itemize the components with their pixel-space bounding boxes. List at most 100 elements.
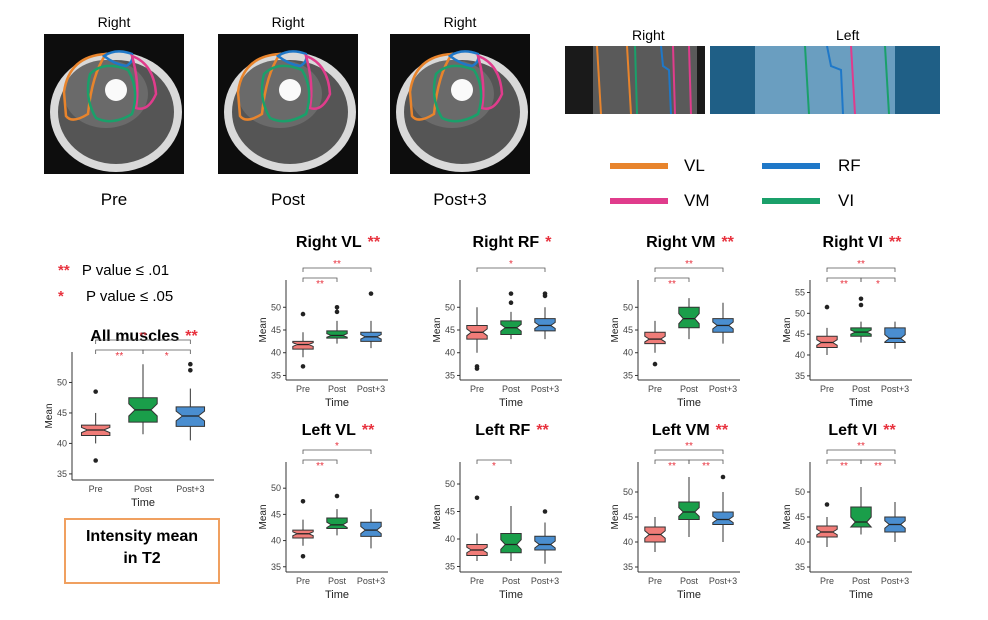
y-axis-label-rvi: Mean	[782, 317, 793, 342]
x-tick-label-rrf: Post	[502, 384, 521, 394]
outlier-point	[368, 291, 374, 296]
x-tick-label-lvi: Post+3	[881, 576, 909, 586]
mri-title-post: Right	[271, 14, 305, 30]
strip-left-label: Left	[836, 27, 860, 43]
x-tick-label-lvl: Post	[328, 576, 347, 586]
y-axis-label-rvm: Mean	[610, 317, 621, 342]
sig-bracket-rvi	[860, 277, 896, 282]
y-tick-label-lrf: 35	[445, 562, 455, 572]
chart-title-text-rvm: Right VM	[646, 234, 716, 251]
sig-bracket-lvi	[826, 449, 896, 454]
y-tick-label-rvl: 40	[271, 348, 281, 358]
mri-strip-image	[565, 45, 940, 115]
y-tick-label-rvi: 50	[795, 308, 805, 318]
sig-bracket-lvl	[302, 449, 372, 454]
y-tick-label-rrf: 45	[445, 325, 455, 335]
y-tick-label-rvl: 50	[271, 302, 281, 312]
mri-image-pre	[44, 34, 184, 174]
x-tick-label-rvi: Post+3	[881, 384, 909, 394]
x-tick-label-rvi: Pre	[820, 384, 834, 394]
legend-label-rf: RF	[838, 156, 861, 175]
y-tick-label-rvl: 35	[271, 370, 281, 380]
outlier-point	[508, 291, 514, 296]
chart-title-lvm: Left VM**	[600, 422, 780, 440]
callout-box: Intensity mean in T2	[64, 518, 220, 584]
x-tick-label-all: Post+3	[176, 484, 204, 494]
strip-right-label: Right	[632, 27, 665, 43]
y-tick-label-lvi: 50	[795, 487, 805, 497]
mri-caption-post3: Post+3	[433, 190, 487, 209]
sig-bracket-label-rvi: **	[840, 279, 848, 290]
outlier-point	[542, 293, 548, 299]
sig-bracket-label-lvm: **	[668, 461, 676, 472]
y-tick-label-lvi: 40	[795, 537, 805, 547]
x-tick-label-all: Pre	[89, 484, 103, 494]
legend-swatch-vi	[762, 198, 820, 204]
sig-bracket-label-rvi: *	[876, 279, 880, 290]
sig-bracket-label-rvl: **	[316, 279, 324, 290]
x-axis-label-all: Time	[131, 497, 155, 509]
box-rrf-2	[534, 318, 556, 332]
legend-swatch-vm	[610, 198, 668, 204]
y-tick-label-rrf: 35	[445, 370, 455, 380]
box-rvm-0	[644, 331, 666, 345]
sig-bracket-label-rvm: **	[685, 259, 693, 270]
box-lvi-1	[849, 506, 873, 528]
outlier-point	[474, 366, 480, 371]
chart-title-lrf: Left RF**	[422, 422, 602, 440]
legend-label-vm: VM	[684, 191, 710, 210]
y-tick-label-lrf: 40	[445, 534, 455, 544]
chart-title-text-lvm: Left VM	[651, 422, 710, 439]
y-tick-label-lvl: 45	[271, 509, 281, 519]
x-tick-label-lvm: Post	[680, 576, 699, 586]
x-tick-label-rvm: Post+3	[709, 384, 737, 394]
y-tick-label-lvm: 35	[623, 562, 633, 572]
sig-bracket-lvm	[688, 459, 724, 464]
y-tick-label-rvi: 45	[795, 329, 805, 339]
outlier-point	[300, 311, 306, 317]
y-tick-label-lvm: 40	[623, 537, 633, 547]
box-rvm-1	[678, 306, 700, 329]
x-tick-label-lvi: Post	[852, 576, 871, 586]
chart-title-text-all: All muscles	[90, 328, 180, 345]
chart-title-text-lvl: Left VL	[301, 422, 356, 439]
sig-bracket-label-lvi: **	[857, 441, 865, 452]
box-lvl-2	[360, 521, 382, 537]
legend-swatch-vl	[610, 163, 668, 169]
x-tick-label-lvm: Pre	[648, 576, 662, 586]
y-tick-label-lrf: 50	[445, 479, 455, 489]
y-axis-label-rvl: Mean	[258, 317, 269, 342]
sig-bracket-all	[95, 339, 191, 344]
x-axis-label-rvl: Time	[325, 397, 349, 409]
sig-bracket-label-all: **	[139, 331, 147, 342]
box-lrf-1	[500, 533, 522, 554]
sig-bracket-label-lvm: **	[685, 441, 693, 452]
sig-bracket-label-all: *	[165, 351, 169, 362]
sig-bracket-lrf	[476, 459, 512, 464]
y-tick-label-all: 45	[57, 408, 67, 418]
box-rvi-2	[884, 327, 906, 343]
sig-text-2: P value ≤ .05	[86, 288, 174, 305]
outlier-point	[188, 367, 193, 373]
x-tick-label-lvm: Post+3	[709, 576, 737, 586]
sig-bracket-rvl	[302, 277, 338, 282]
sig-bracket-label-rvi: **	[857, 259, 865, 270]
chart-title-stars-rvm: **	[721, 234, 734, 251]
y-axis-label-all: Mean	[44, 403, 55, 428]
y-axis-label-lvi: Mean	[782, 504, 793, 529]
outlier-point	[300, 553, 306, 559]
outlier-point	[300, 364, 306, 369]
y-axis-label-rrf: Mean	[432, 317, 443, 342]
outlier-point	[300, 498, 306, 504]
y-tick-label-rvm: 40	[623, 348, 633, 358]
box-lvl-1	[326, 517, 348, 530]
legend-label-vl: VL	[684, 156, 705, 175]
mri-caption-post: Post	[270, 190, 306, 209]
chart-title-rvm: Right VM **	[600, 234, 780, 252]
x-tick-label-rrf: Post+3	[531, 384, 559, 394]
